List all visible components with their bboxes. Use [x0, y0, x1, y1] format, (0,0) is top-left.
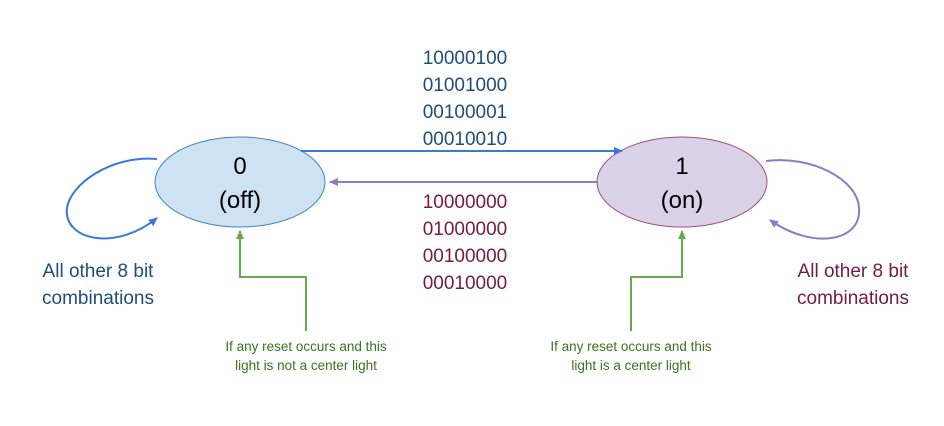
state-off-value: 0	[233, 153, 246, 180]
code-off-to-on-1: 10000100	[423, 48, 508, 69]
state-on-label: (on)	[661, 187, 704, 214]
code-off-to-on-3: 00100001	[423, 102, 508, 123]
transition-off-to-on-codes: 10000100 01001000 00100001 00010010	[423, 48, 508, 150]
state-on-node: 1 (on)	[596, 136, 768, 228]
state-on-value: 1	[675, 153, 688, 180]
code-on-to-off-1: 10000000	[423, 192, 508, 213]
code-off-to-on-2: 01001000	[423, 75, 508, 96]
reset-on-arrow	[630, 230, 686, 331]
transition-on-to-off-codes: 10000000 01000000 00100000 00010000	[423, 192, 508, 294]
self-loop-on-label-line1: All other 8 bit	[798, 261, 910, 282]
self-loop-off-label-line2: combinations	[42, 288, 154, 309]
reset-on-label-line1: If any reset occurs and this	[550, 339, 712, 354]
self-loop-off-label-line1: All other 8 bit	[43, 261, 155, 282]
code-on-to-off-4: 00010000	[423, 273, 508, 294]
state-off-ellipse	[154, 136, 326, 228]
state-off-node: 0 (off)	[154, 136, 326, 228]
self-loop-on-arrow	[765, 159, 861, 240]
reset-on-label-line2: light is a center light	[571, 358, 691, 373]
code-on-to-off-3: 00100000	[423, 246, 508, 267]
reset-off-arrow	[236, 230, 307, 331]
self-loop-on-label-line2: combinations	[797, 288, 909, 309]
code-off-to-on-4: 00010010	[423, 129, 508, 150]
state-off-label: (off)	[219, 187, 261, 214]
self-loop-off-arrow	[65, 157, 158, 240]
reset-off-label-line1: If any reset occurs and this	[225, 339, 387, 354]
code-on-to-off-2: 01000000	[423, 219, 508, 240]
reset-off-label-line2: light is not a center light	[235, 358, 377, 373]
